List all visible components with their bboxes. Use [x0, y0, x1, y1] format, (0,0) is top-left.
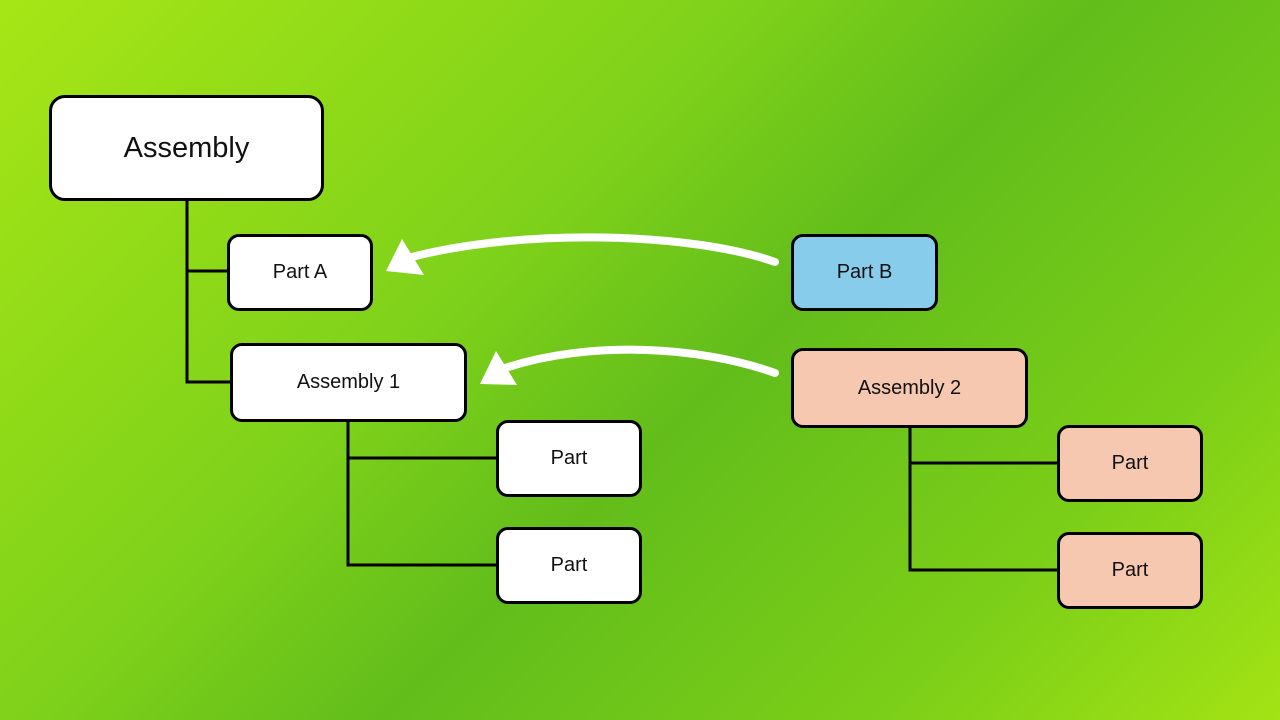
- tree-connectors: [185, 200, 1059, 572]
- assembly-root-node: Assembly: [49, 95, 324, 201]
- assembly-2-part-label: Part: [1111, 452, 1149, 474]
- part-a-label: Part A: [272, 261, 328, 283]
- assembly-1-node: Assembly 1: [230, 343, 467, 422]
- arrow-assembly-2-to-assembly-1-shaft: [501, 345, 779, 377]
- part-a-node: Part A: [227, 234, 373, 311]
- assembly-2-part-node: Part: [1057, 532, 1203, 609]
- connector-root-trunk: [185, 200, 232, 384]
- assembly-2-part-node: Part: [1057, 425, 1203, 502]
- move-arrows: [386, 233, 779, 385]
- arrow-part-b-to-part-a-shaft: [404, 233, 779, 266]
- arrow-assembly-2-to-assembly-1-head: [480, 351, 517, 385]
- assembly-2-part-label: Part: [1111, 559, 1149, 581]
- arrow-part-b-to-part-a-head: [386, 239, 424, 275]
- assembly-2-node: Assembly 2: [791, 348, 1028, 428]
- part-b-label: Part B: [836, 261, 893, 283]
- connector-assembly1-trunk: [346, 420, 498, 567]
- assembly-1-part-label: Part: [550, 447, 588, 469]
- part-b-node: Part B: [791, 234, 938, 311]
- connector-assembly2-trunk: [908, 426, 1059, 572]
- assembly-1-part-label: Part: [550, 554, 588, 576]
- assembly-1-part-node: Part: [496, 420, 642, 497]
- assembly-root-label: Assembly: [123, 131, 250, 164]
- assembly-2-label: Assembly 2: [857, 376, 962, 399]
- assembly-1-part-node: Part: [496, 527, 642, 604]
- assembly-1-label: Assembly 1: [296, 371, 401, 393]
